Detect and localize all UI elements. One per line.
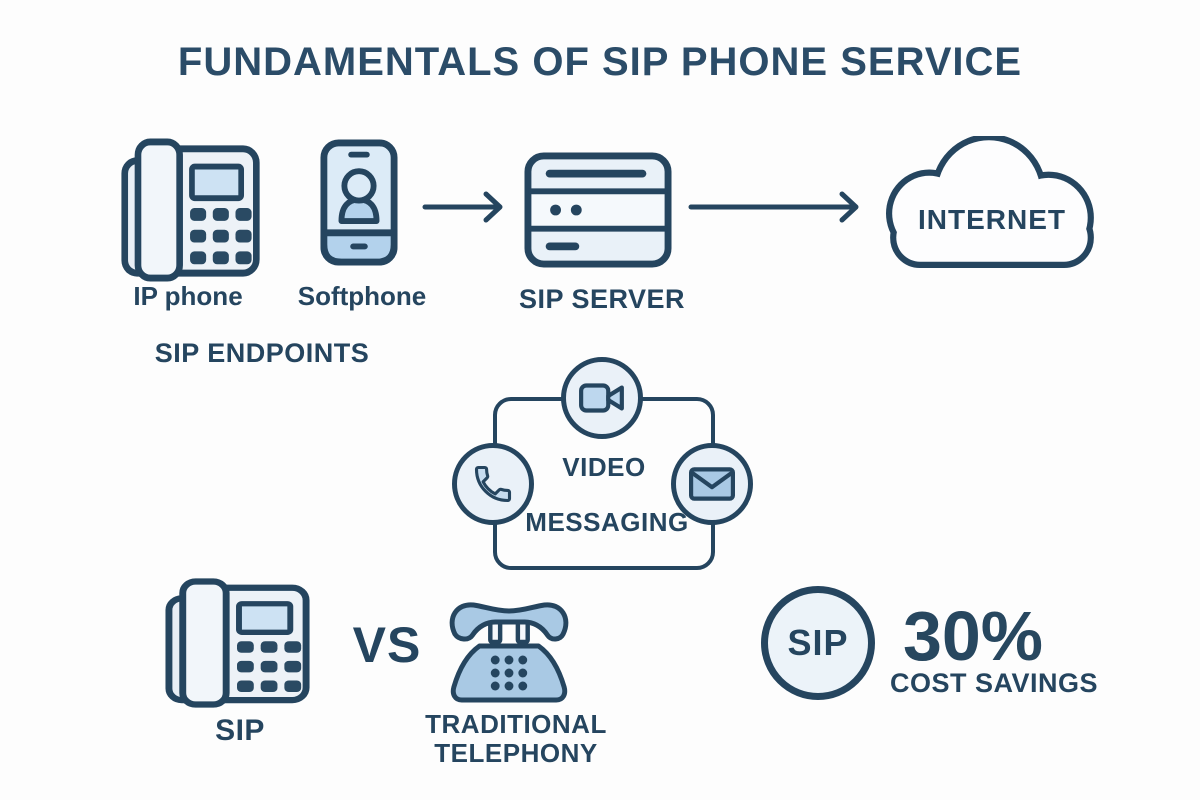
envelope-icon: [689, 467, 735, 501]
phone-handset-icon: [471, 462, 515, 506]
video-feature-circle: [561, 357, 643, 439]
cost-savings-percent: 30%: [902, 597, 1044, 675]
traditional-telephony-label: TRADITIONAL TELEPHONY: [416, 710, 616, 768]
vs-label: VS: [352, 617, 422, 673]
sip-label: SIP: [215, 714, 265, 747]
sip-server-label: SIP SERVER: [518, 284, 686, 314]
traditional-label-line2: TELEPHONY: [434, 738, 598, 768]
cost-savings-caption: COST SAVINGS: [890, 668, 1099, 698]
sip-endpoints-label: SIP ENDPOINTS: [154, 338, 370, 368]
internet-label: INTERNET: [918, 204, 1066, 235]
cloud-icon: INTERNET: [886, 136, 1098, 268]
softphone-label: Softphone: [297, 281, 427, 311]
video-label: VIDEO: [562, 452, 646, 482]
page-title: FUNDAMENTALS OF SIP PHONE SERVICE: [177, 40, 1023, 84]
arrow-right-icon: [422, 189, 512, 225]
desk-phone-icon: [164, 577, 312, 709]
sip-badge-label: SIP: [787, 622, 849, 663]
messaging-label: MESSAGING: [525, 507, 689, 537]
sip-badge: SIP: [761, 586, 875, 700]
rotary-phone-icon: [446, 596, 572, 706]
arrow-right-icon: [688, 189, 868, 225]
video-camera-icon: [578, 381, 626, 415]
messaging-feature-circle: [671, 443, 753, 525]
desk-phone-icon: [120, 137, 262, 283]
traditional-label-line1: TRADITIONAL: [425, 709, 607, 739]
server-icon: [524, 152, 672, 268]
ip-phone-label: IP phone: [133, 281, 243, 311]
smartphone-user-icon: [320, 139, 398, 266]
call-feature-circle: [452, 443, 534, 525]
